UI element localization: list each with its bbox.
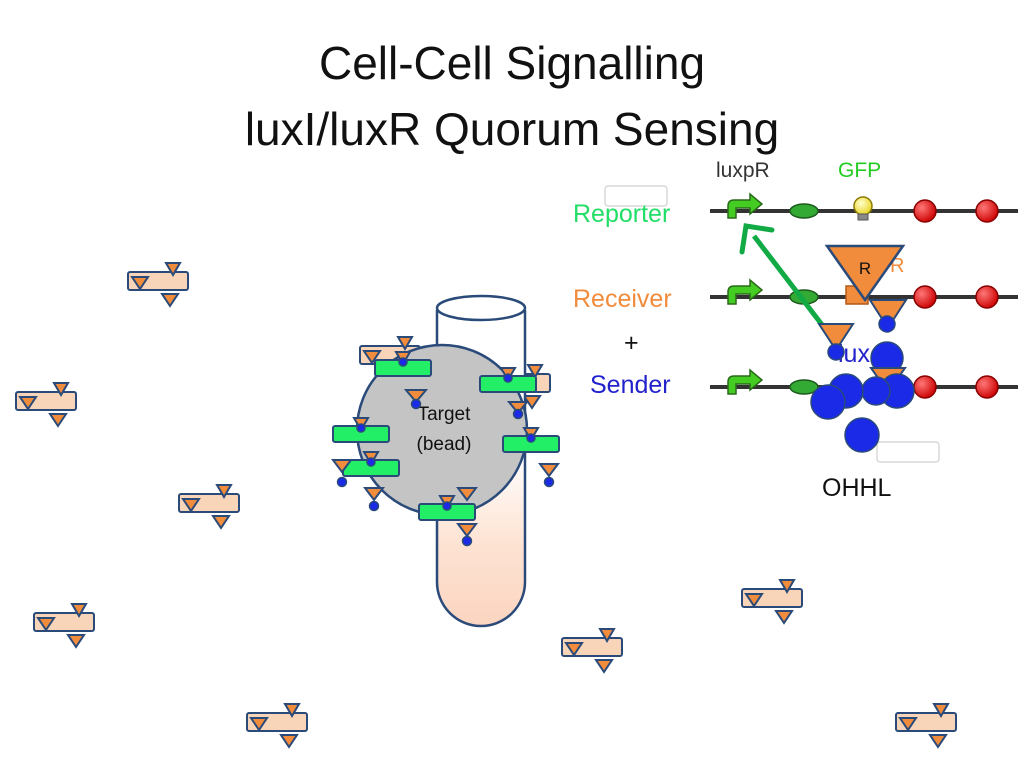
- luxr-protein: [824, 244, 906, 303]
- activation-arrow: [739, 223, 828, 332]
- luxr-protein-label: R: [859, 259, 871, 278]
- reporter-circuit: [710, 193, 1018, 223]
- title-line-1: Cell-Cell Signalling: [318, 37, 706, 89]
- bound-cells: [331, 351, 560, 547]
- title-line-2: luxI/luxR Quorum Sensing: [244, 103, 780, 155]
- target-label-2: (bead): [417, 434, 472, 455]
- luxpr-label: luxpR: [716, 159, 770, 182]
- ohhl-molecules: [810, 299, 915, 453]
- ohhl-label: OHHL: [822, 474, 892, 502]
- blank-box: [604, 185, 668, 207]
- reporter-label: Reporter: [573, 200, 671, 228]
- blank-box: [876, 441, 940, 463]
- receiver-label: Receiver: [573, 285, 672, 313]
- target-label: Target: [418, 404, 472, 425]
- plus-label: +: [624, 329, 639, 357]
- gfp-label: GFP: [838, 159, 882, 182]
- sender-label: Sender: [590, 371, 671, 399]
